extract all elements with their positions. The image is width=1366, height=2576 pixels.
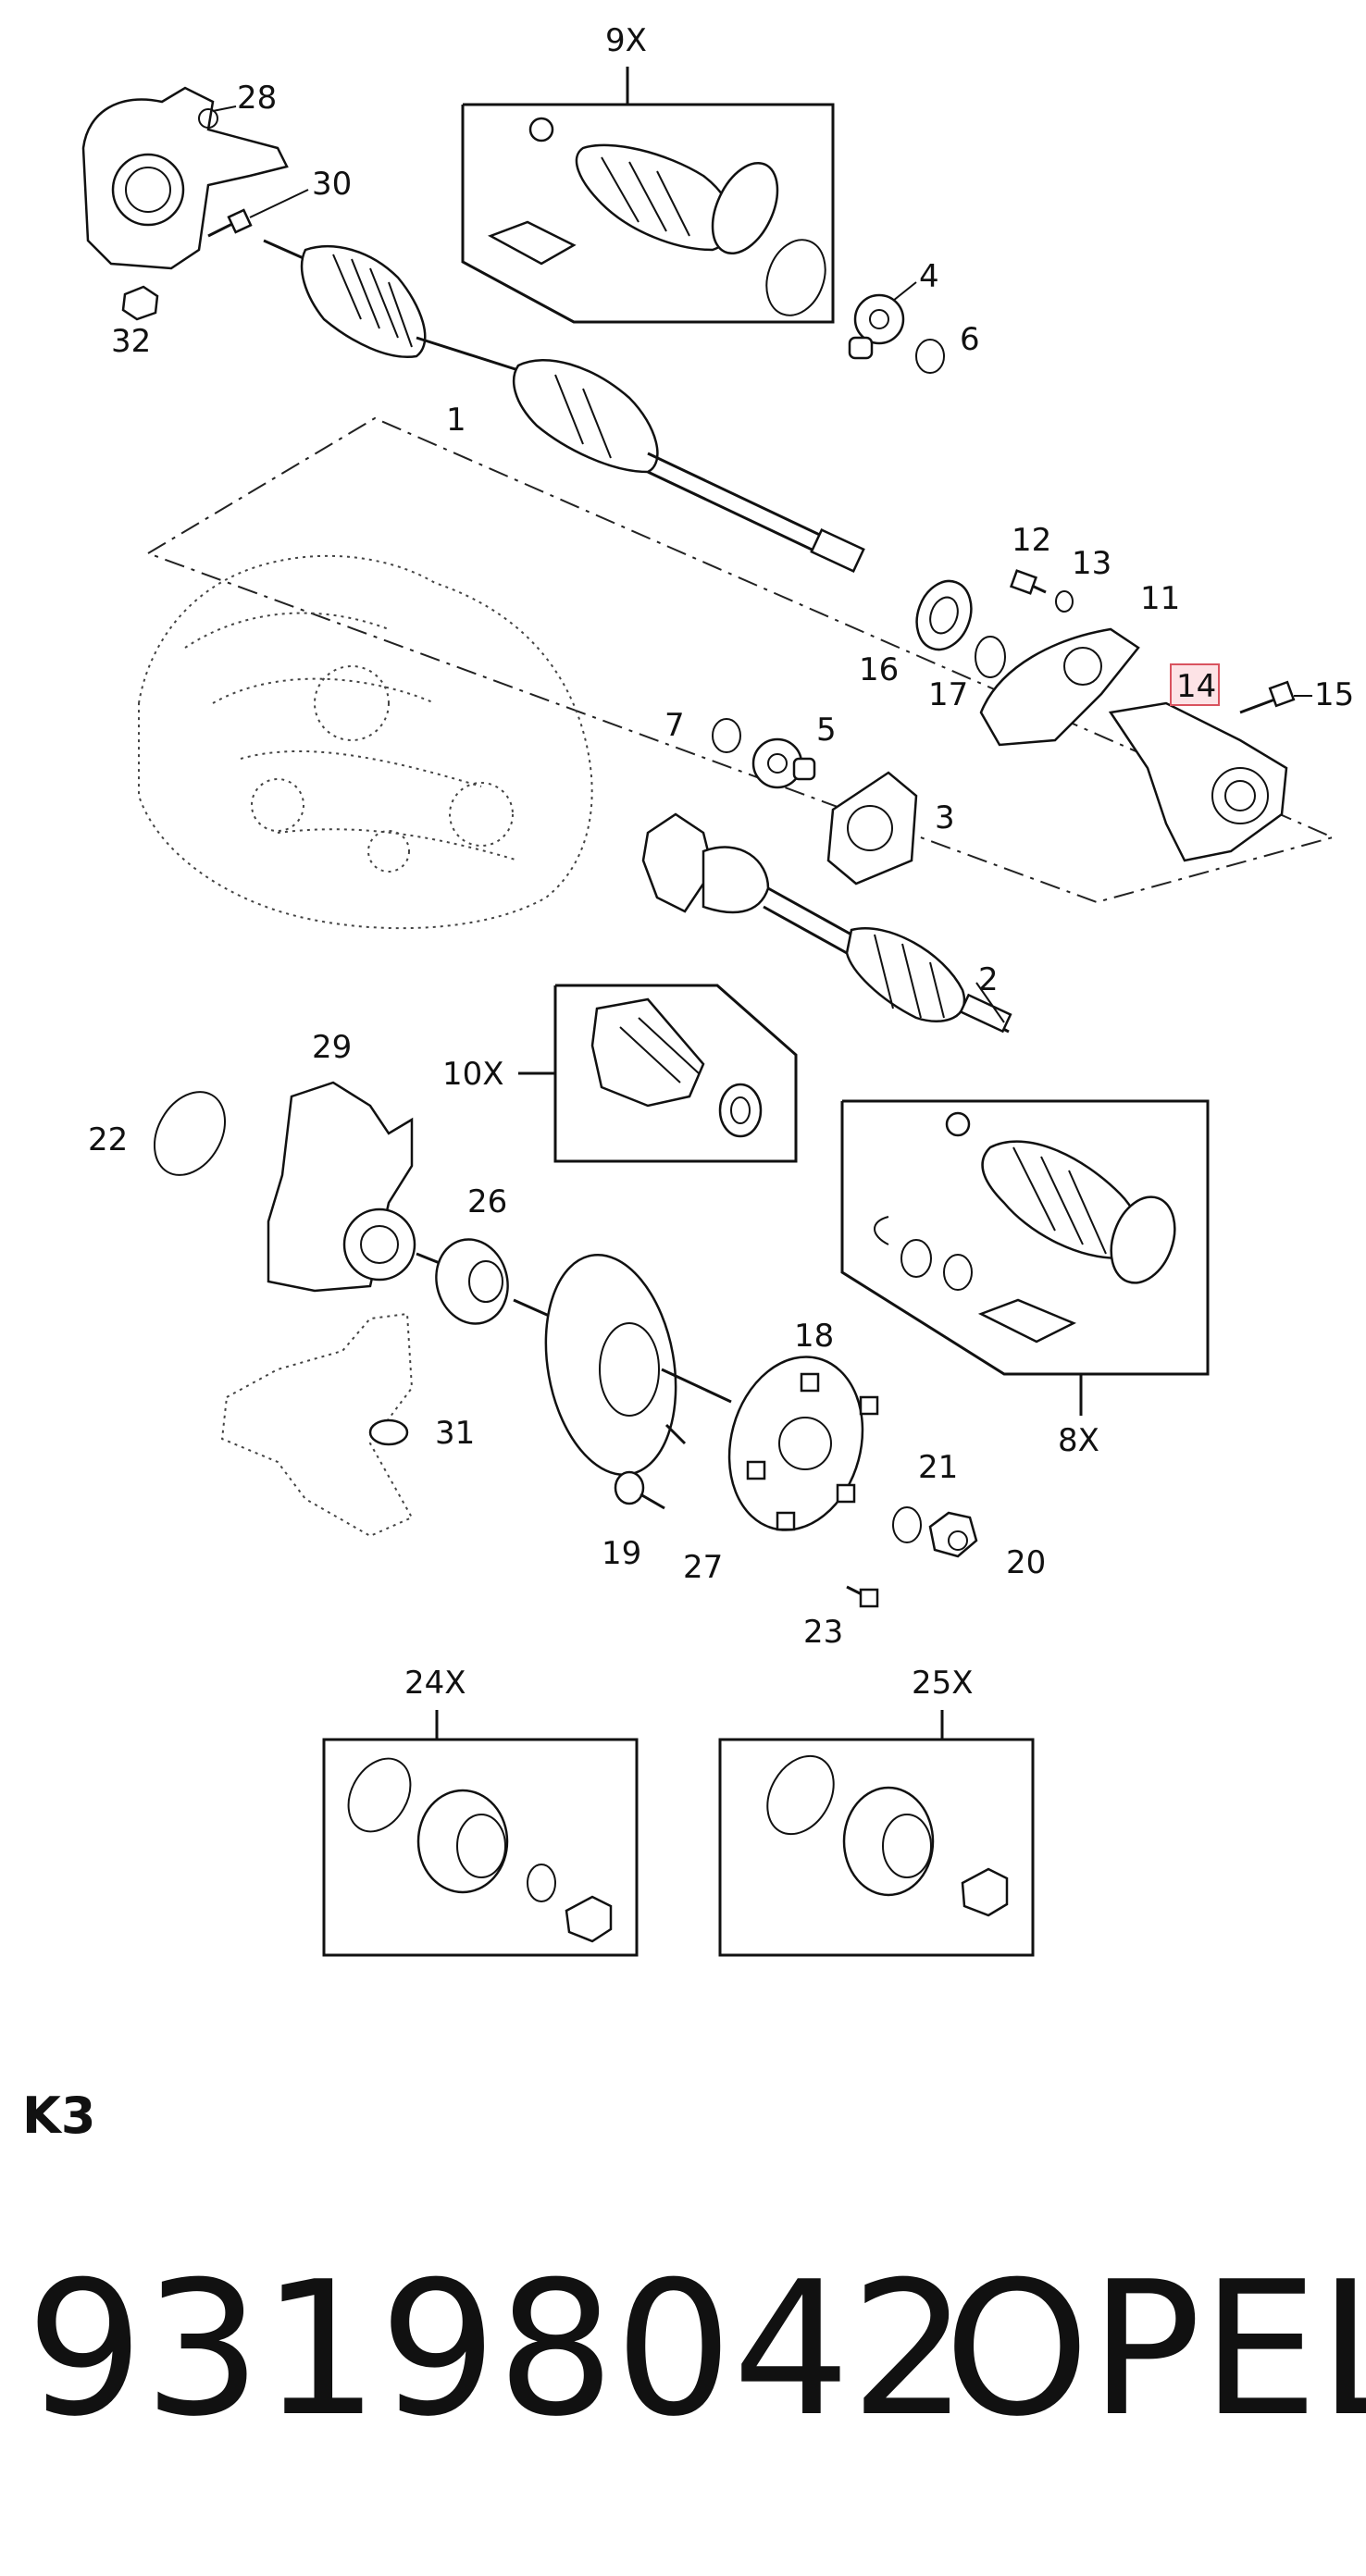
part-20-nut — [928, 1511, 978, 1558]
part-31-clip — [368, 1418, 409, 1446]
part-11-plate-hole — [1063, 647, 1102, 686]
callout-21: 21 — [918, 1449, 958, 1486]
part-12-bolt — [1009, 569, 1047, 595]
callout-4: 4 — [919, 258, 939, 295]
callout-10x: 10X — [442, 1056, 504, 1093]
part-4-tripod-joint — [848, 293, 905, 360]
callout-31: 31 — [435, 1415, 475, 1452]
part-number: 93198042 — [26, 2242, 968, 2458]
kit-10x-box — [518, 984, 798, 1163]
grid-reference-label: K3 — [22, 2087, 96, 2145]
part-19-bolt — [614, 1470, 665, 1510]
callout-20: 20 — [1006, 1544, 1046, 1581]
part-14-shaft-support-bracket — [1108, 701, 1288, 862]
callout-27: 27 — [683, 1549, 723, 1586]
part-15-bolt — [1239, 680, 1296, 714]
part-16-bearing — [915, 579, 973, 651]
callout-22: 22 — [88, 1121, 128, 1158]
callout-18: 18 — [794, 1318, 834, 1355]
part-3-gasket-hole — [847, 805, 893, 851]
kit-24x-box — [322, 1710, 639, 1957]
callout-23: 23 — [803, 1614, 843, 1651]
callout-2: 2 — [978, 961, 999, 998]
part-30-bolt — [207, 208, 253, 238]
part-7-snap-ring — [712, 718, 741, 753]
kit-9x-box — [461, 67, 835, 324]
callout-30: 30 — [312, 166, 352, 203]
transmission-housing — [138, 554, 593, 930]
callout-17: 17 — [928, 676, 968, 713]
part-28-steering-knuckle — [81, 86, 289, 270]
dotted-knuckle-outline — [220, 1312, 414, 1538]
brake-disc — [513, 1253, 732, 1477]
callout-14-highlight — [1170, 663, 1220, 706]
callout-14: 14 — [1176, 668, 1216, 705]
callout-16: 16 — [859, 651, 899, 688]
part-27-screw — [664, 1423, 687, 1445]
part-26-wheel-hub — [416, 1238, 509, 1325]
part-29-steering-knuckle — [267, 1081, 416, 1293]
callout-15: 15 — [1314, 676, 1354, 713]
part-32-nut — [121, 285, 159, 321]
part-2-drive-shaft — [641, 812, 1012, 1034]
part-13-washer — [1055, 590, 1074, 613]
transmission-outline — [145, 416, 1335, 904]
part-3-gasket — [826, 771, 918, 886]
callout-12: 12 — [1012, 522, 1051, 559]
leader-2 — [975, 982, 1005, 1023]
callout-32: 32 — [111, 323, 151, 360]
callout-6: 6 — [960, 321, 980, 358]
callout-8x: 8X — [1058, 1422, 1099, 1459]
brand-name: OPEL — [944, 2242, 1366, 2458]
callout-25x: 25X — [912, 1665, 974, 1702]
callout-13: 13 — [1072, 545, 1111, 582]
part-6-snap-ring — [915, 339, 945, 374]
callout-26: 26 — [467, 1183, 507, 1220]
part-18-hub-flange — [727, 1356, 879, 1531]
part-21-washer — [892, 1506, 922, 1543]
part-1-drive-shaft — [263, 239, 865, 574]
callout-7: 7 — [664, 707, 685, 744]
part-17-ring — [975, 636, 1006, 678]
callout-9x: 9X — [605, 22, 647, 59]
part-5-tripod-joint — [751, 737, 816, 789]
leader-30 — [249, 189, 309, 218]
callout-11: 11 — [1140, 580, 1180, 617]
leader-28 — [212, 105, 237, 112]
callout-5: 5 — [816, 712, 837, 749]
leader-4 — [892, 281, 917, 302]
callout-29: 29 — [312, 1029, 352, 1066]
callout-19: 19 — [602, 1535, 641, 1572]
part-22-snap-ring — [154, 1091, 226, 1176]
kit-25x-box — [718, 1710, 1035, 1957]
callout-28: 28 — [237, 80, 277, 117]
part-11-bracket-plate — [979, 627, 1140, 747]
callout-3: 3 — [935, 799, 955, 836]
part-23-bolt — [846, 1585, 879, 1608]
callout-24x: 24X — [404, 1665, 466, 1702]
kit-8x-box — [840, 1099, 1210, 1416]
callout-1: 1 — [446, 402, 466, 439]
